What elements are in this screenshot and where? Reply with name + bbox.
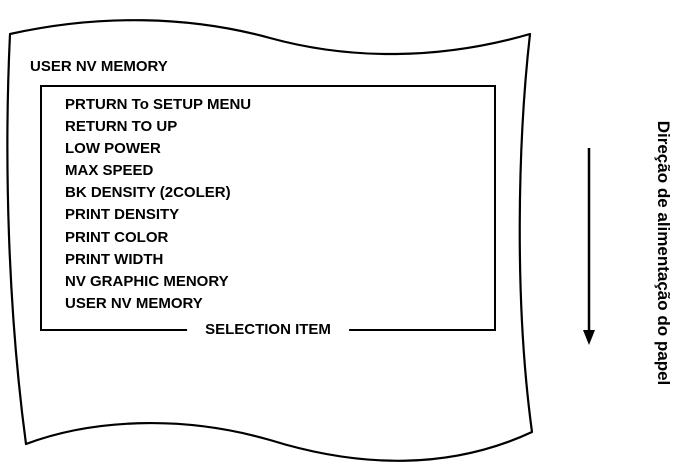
selection-item-box: PRTURN To SETUP MENU RETURN TO UP LOW PO… — [40, 85, 496, 339]
menu-item-nv-graphic-memory: NV GRAPHIC MENORY — [65, 272, 229, 290]
menu-item-return-to-up: RETURN TO UP — [65, 118, 178, 136]
menu-item-max-speed: MAX SPEED — [65, 162, 154, 180]
menu-item-return-to-setup: PRTURN To SETUP MENU — [65, 96, 252, 113]
menu-item-print-color: PRINT COLOR — [65, 228, 169, 246]
feed-arrow-head — [583, 330, 595, 345]
receipt-heading: USER NV MEMORY — [30, 58, 168, 75]
menu-item-list: PRTURN To SETUP MENU RETURN TO UP LOW PO… — [65, 94, 251, 315]
menu-item-user-nv-memory: USER NV MEMORY — [65, 294, 203, 312]
menu-item-print-density: PRINT DENSITY — [65, 206, 180, 224]
menu-item-print-width: PRINT WIDTH — [65, 250, 164, 268]
menu-item-bk-density: BK DENSITY (2COLER) — [65, 184, 231, 202]
selection-item-caption: SELECTION ITEM — [187, 321, 349, 339]
menu-item-low-power: LOW POWER — [65, 140, 161, 158]
paper-outline — [6, 19, 534, 462]
paper-feed-direction-label: Direção de alimentação do papel — [654, 120, 673, 386]
